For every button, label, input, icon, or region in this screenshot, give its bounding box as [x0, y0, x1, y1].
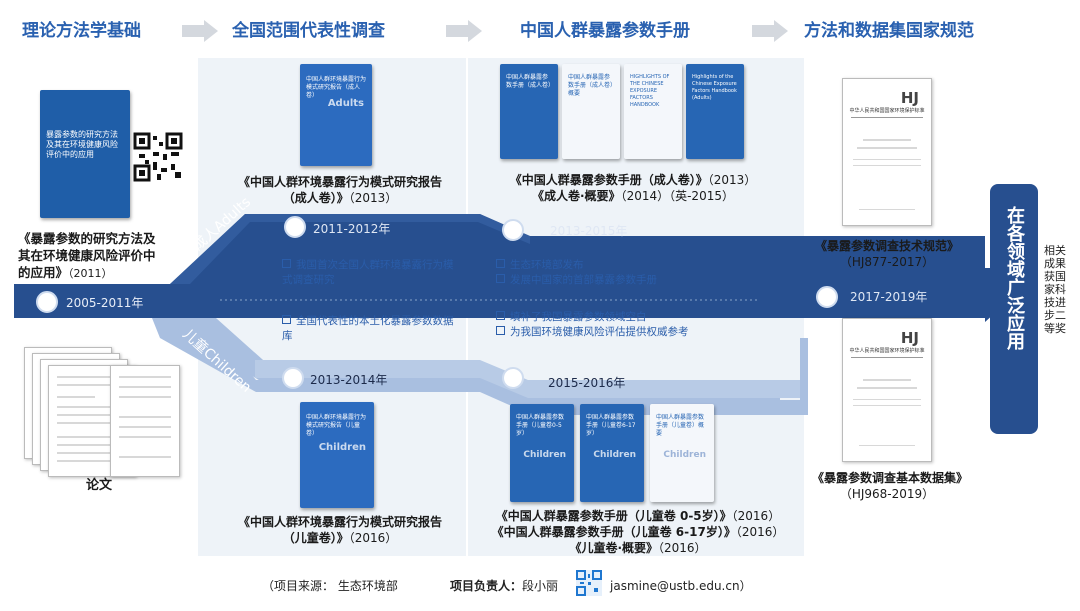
end-period: 2017-2019年 [850, 290, 928, 304]
header-theory: 理论方法学基础 [22, 21, 141, 41]
start-node [36, 291, 58, 313]
child-node-2 [502, 367, 524, 389]
handbook-child-book-2: 中国人群暴露参数手册（儿童卷6-17岁） Children [580, 404, 644, 502]
handbook-adult-book-4: Highlights of the Chinese Exposure Facto… [686, 64, 744, 159]
adult-period-2: 2013-2015年 [550, 224, 628, 238]
handbook-adult-book-2: 中国人群暴露参数手册（成人卷）概要 [562, 64, 620, 159]
survey-child-caption: 《中国人群环境暴露行为模式研究报告 （儿童卷）》（2016） [237, 515, 442, 545]
handbook-child-book-3: 中国人群暴露参数手册（儿童卷）概要 Children [650, 404, 714, 502]
child-period-1: 2013-2014年 [310, 373, 388, 387]
start-period: 2005-2011年 [66, 296, 144, 310]
header-standards: 方法和数据集国家规范 [804, 21, 974, 41]
header-survey: 全国范围代表性调查 [232, 21, 385, 41]
adult-node-2 [502, 219, 524, 241]
survey-adult-caption: 《中国人群环境暴露行为模式研究报告 （成人卷）》（2013） [237, 175, 442, 205]
header-arrow-2 [446, 20, 482, 42]
survey-child-book: 中国人群环境暴露行为模式研究报告（儿童卷） Children [300, 402, 374, 508]
handbook-bullet-1: 生态环境部发布 [496, 258, 756, 273]
header-handbook: 中国人群暴露参数手册 [520, 21, 690, 41]
standard-1-caption: 《暴露参数调查技术规范》 （HJ877-2017） [814, 239, 959, 269]
child-node-1 [282, 367, 304, 389]
survey-adult-book: 中国人群环境暴露行为模式研究报告（成人卷） Adults [300, 64, 372, 166]
handbook-child-book-1: 中国人群暴露参数手册（儿童卷0-5岁） Children [510, 404, 574, 502]
handbook-bullet-3: 填补了我国暴露参数领域空白 [496, 310, 756, 325]
papers-label: 论文 [86, 478, 113, 493]
footer-leader: 项目负责人：段小丽 [450, 579, 559, 593]
method-book-cover: 暴露参数的研究方法及其在环境健康风险评价中的应用 [40, 90, 130, 218]
children-branch [160, 318, 780, 400]
standard-2-caption: 《暴露参数调查基本数据集》 （HJ968-2019） [812, 471, 969, 501]
adult-node-1 [284, 216, 306, 238]
footer-email[interactable]: jasmine@ustb.edu.cn） [610, 579, 752, 593]
end-box: 在各领域广泛应用 [990, 184, 1038, 434]
end-node [816, 286, 838, 308]
survey-bullet-1: 我国首次全国人群环境暴露行为模式调查研究 [282, 259, 454, 286]
adult-period-1: 2011-2012年 [313, 222, 391, 236]
survey-bullet-2: 全国代表性的本土化暴露参数数据库 [282, 315, 454, 342]
standard-doc-2: HJ 中华人民共和国国家环境保护标准 [842, 318, 932, 462]
award-text: 相关成果获国家科技进步二等奖 [1044, 244, 1066, 335]
handbook-bullet-2: 发展中国家的首部暴露参数手册 [496, 273, 756, 288]
handbook-adult-book-1: 中国人群暴露参数手册（成人卷） [500, 64, 558, 159]
header-arrow-1 [182, 20, 218, 42]
handbook-bullet-4: 为我国环境健康风险评估提供权威参考 [496, 325, 756, 340]
handbook-adult-caption: 《中国人群暴露参数手册（成人卷）》（2013） 《成人卷·概要》（2014）（英… [509, 173, 757, 203]
handbook-child-caption: 《中国人群暴露参数手册（儿童卷 0-5岁）》（2016） 《中国人群暴露参数手册… [491, 509, 785, 555]
standard-doc-1: HJ 中华人民共和国国家环境保护标准 [842, 78, 932, 226]
method-book-caption: 《暴露参数的研究方法及 其在环境健康风险评价中 的应用》（2011） [18, 231, 156, 280]
adults-main-arrow [14, 214, 1010, 318]
footer-source: （项目来源： 生态环境部 [262, 579, 398, 593]
qr-code-icon [133, 132, 183, 182]
header-arrow-3 [752, 20, 788, 42]
handbook-adult-book-3: HIGHLIGHTS OF THE CHINESE EXPOSURE FACTO… [624, 64, 682, 159]
child-period-2: 2015-2016年 [548, 376, 626, 390]
footer-qr-icon [576, 570, 602, 596]
children-arrow [150, 313, 808, 415]
